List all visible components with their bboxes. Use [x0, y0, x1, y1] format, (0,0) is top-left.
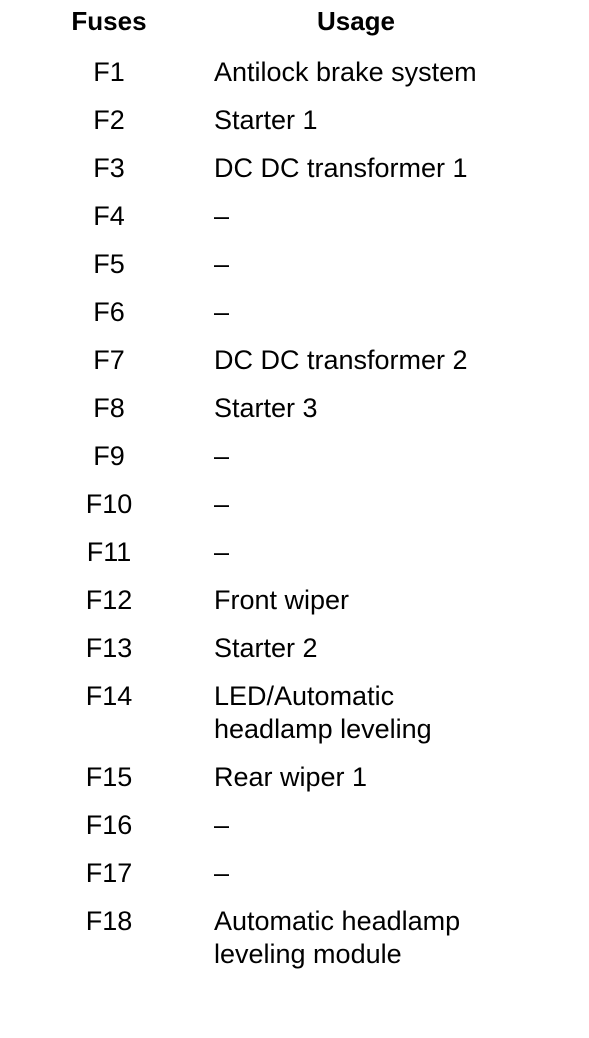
fuse-cell: F11 [86, 537, 132, 567]
table-row: F16 – [0, 809, 589, 857]
usage-cell: Starter 2 [214, 633, 318, 663]
table-row: F10 – [0, 488, 589, 536]
fuse-cell: F13 [85, 633, 133, 663]
usage-cell: Antilock brake system [214, 57, 477, 87]
fuse-cell: F14 [85, 681, 133, 711]
table-body: F1 Antilock brake system F2 Starter 1 F3… [0, 56, 589, 986]
column-header-usage: Usage [316, 6, 396, 36]
table-row: F11 – [0, 536, 589, 584]
table-row: F12 Front wiper [0, 584, 589, 632]
usage-cell: LED/Automatic headlamp leveling [214, 681, 432, 744]
fuse-cell: F7 [93, 345, 125, 375]
fuse-cell: F9 [93, 441, 125, 471]
table-row: F9 – [0, 440, 589, 488]
table-row: F17 – [0, 857, 589, 905]
usage-cell: Starter 1 [214, 105, 318, 135]
table-row: F8 Starter 3 [0, 392, 589, 440]
fuse-cell: F12 [85, 585, 133, 615]
table-row: F7 DC DC transformer 2 [0, 344, 589, 392]
usage-cell: – [214, 537, 230, 567]
usage-cell: – [214, 858, 230, 888]
fuse-cell: F6 [93, 297, 125, 327]
usage-cell: DC DC transformer 1 [214, 153, 468, 183]
usage-cell: – [214, 810, 230, 840]
fuse-cell: F4 [93, 201, 125, 231]
table-row: F3 DC DC transformer 1 [0, 152, 589, 200]
table-row: F5 – [0, 248, 589, 296]
table-row: F4 – [0, 200, 589, 248]
table-row: F1 Antilock brake system [0, 56, 589, 104]
fuse-cell: F17 [85, 858, 133, 888]
usage-cell: – [214, 249, 230, 279]
fuse-cell: F10 [85, 489, 133, 519]
column-header-fuses: Fuses [71, 6, 147, 36]
usage-cell: Automatic headlamp leveling module [214, 906, 461, 969]
usage-cell: Rear wiper 1 [214, 762, 368, 792]
table-row: F2 Starter 1 [0, 104, 589, 152]
usage-cell: DC DC transformer 2 [214, 345, 468, 375]
table-row: F14 LED/Automatic headlamp leveling [0, 680, 589, 761]
fuse-cell: F15 [85, 762, 133, 792]
table-row: F13 Starter 2 [0, 632, 589, 680]
table-row: F18 Automatic headlamp leveling module [0, 905, 589, 986]
usage-cell: – [214, 201, 230, 231]
table-row: F6 – [0, 296, 589, 344]
fuse-cell: F1 [93, 57, 125, 87]
usage-cell: – [214, 297, 230, 327]
usage-cell: – [214, 489, 230, 519]
usage-cell: Front wiper [214, 585, 350, 615]
fuse-cell: F5 [93, 249, 125, 279]
table-row: F15 Rear wiper 1 [0, 761, 589, 809]
fuse-cell: F2 [93, 105, 125, 135]
fuse-cell: F8 [93, 393, 125, 423]
fuse-cell: F18 [85, 906, 133, 936]
usage-cell: Starter 3 [214, 393, 318, 423]
usage-cell: – [214, 441, 230, 471]
fuse-cell: F16 [85, 810, 133, 840]
table-header: Fuses Usage [0, 6, 589, 40]
fuse-cell: F3 [93, 153, 125, 183]
